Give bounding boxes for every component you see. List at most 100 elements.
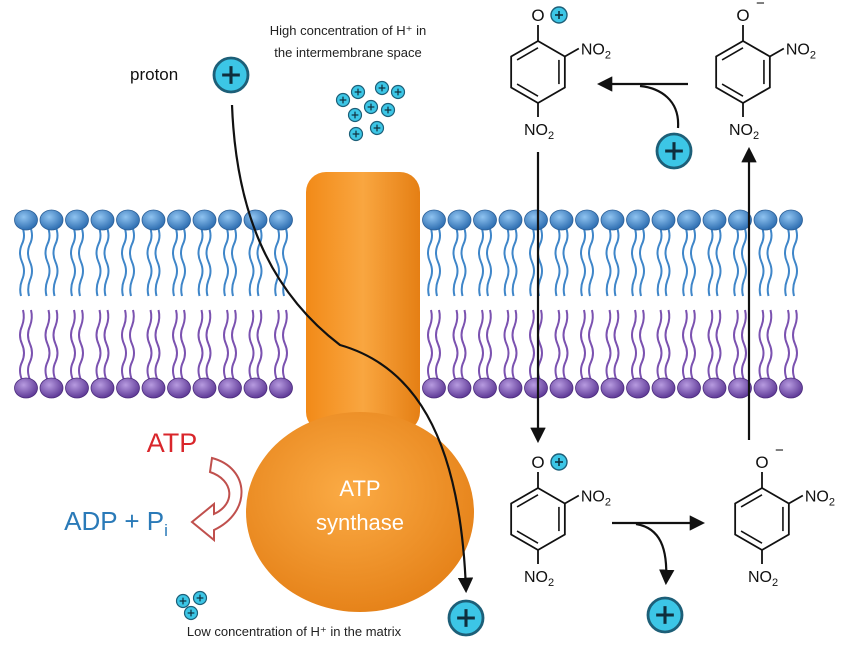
lipid-tail xyxy=(588,225,594,297)
lipid-head-blue xyxy=(575,209,599,231)
lipid-tail xyxy=(562,225,569,297)
oxygen-label: O xyxy=(755,453,768,472)
lipid-tail xyxy=(231,309,237,381)
lipid-head-purple xyxy=(498,377,523,399)
lipid-head-blue xyxy=(141,209,166,231)
lipid-tail xyxy=(478,309,484,381)
lipid-tail xyxy=(511,309,518,381)
proton-icon-bound xyxy=(550,453,568,471)
lipid-tail xyxy=(478,225,484,297)
lipid-tail xyxy=(733,225,739,297)
lipid-tail xyxy=(146,225,153,297)
lipid-tail xyxy=(180,225,186,297)
lipid-head-blue xyxy=(14,209,38,231)
lipid-tail xyxy=(707,309,714,381)
lipid-tail xyxy=(154,309,161,381)
synthase-stalk xyxy=(306,172,420,432)
proton-icon-small xyxy=(350,84,366,100)
lipid-tail xyxy=(758,309,765,381)
lipid-head-blue xyxy=(65,209,89,231)
lipid-tail xyxy=(486,309,492,381)
lipid-head-purple xyxy=(243,377,268,399)
lipid-tail xyxy=(248,309,255,381)
lipid-head-purple xyxy=(600,377,625,399)
synthase-head xyxy=(246,412,474,612)
lipid-tail xyxy=(682,309,688,381)
lipid-tail xyxy=(27,225,33,297)
lipid-tail xyxy=(562,309,569,381)
nitro-group-label: NO2 xyxy=(748,569,778,589)
lipid-tail xyxy=(205,225,212,297)
lipid-head-purple xyxy=(549,377,574,399)
lipid-tail xyxy=(758,225,765,297)
proton-icon-small xyxy=(363,99,379,115)
lipid-tail xyxy=(588,309,594,381)
lipid-tail xyxy=(766,309,773,381)
lipid-tail xyxy=(44,225,51,297)
nitro-group-label: NO2 xyxy=(581,42,611,62)
lipid-tail xyxy=(580,225,586,297)
lipid-head-purple xyxy=(575,377,599,399)
lipid-head-purple xyxy=(90,377,115,399)
lipid-head-purple xyxy=(753,377,778,399)
lipid-tail xyxy=(460,309,467,381)
lipid-tail xyxy=(784,225,790,297)
lipid-tail xyxy=(452,225,459,297)
lipid-head-purple xyxy=(779,377,803,399)
lipid-tail xyxy=(172,225,178,297)
lipid-tail xyxy=(580,309,586,381)
lipid-head-blue xyxy=(702,209,727,231)
protons xyxy=(175,56,693,637)
lipid-tail xyxy=(427,309,433,381)
lipid-head-purple xyxy=(422,377,446,399)
lipid-head-purple xyxy=(39,377,64,399)
lipid-tail xyxy=(452,309,459,381)
lipid-tail xyxy=(664,225,671,297)
atp-adp-conversion-arrow xyxy=(190,456,243,543)
lipid-head-blue xyxy=(498,209,523,231)
lipid-tail xyxy=(503,309,510,381)
oxygen-label: O xyxy=(531,6,544,25)
lipid-head-blue xyxy=(600,209,625,231)
lipid-head-blue xyxy=(473,209,497,231)
lipid-head-purple xyxy=(65,377,89,399)
proton-icon-small xyxy=(175,593,191,609)
lipid-tail xyxy=(733,309,739,381)
proton-icon-small xyxy=(347,107,363,123)
lipid-heads-upper xyxy=(14,209,803,231)
nitro-group-label: NO2 xyxy=(581,489,611,509)
lipid-tail xyxy=(78,309,84,381)
lipid-tail xyxy=(605,309,612,381)
lipid-tail xyxy=(44,309,51,381)
proton-icon-bottom xyxy=(646,596,684,634)
lipid-tail xyxy=(154,225,161,297)
proton-icon-small xyxy=(390,84,406,100)
lipid-tail xyxy=(486,225,492,297)
lipid-tail xyxy=(231,225,237,297)
lipid-tail xyxy=(613,309,620,381)
proton-icon-small xyxy=(369,120,385,136)
oxygen-label: O xyxy=(531,453,544,472)
lipid-tail xyxy=(435,225,441,297)
minus-charge-label: − xyxy=(775,442,784,459)
atp-synthase: ATP synthase xyxy=(246,172,474,612)
lipid-tail xyxy=(19,225,25,297)
lipid-head-blue xyxy=(167,209,191,231)
lipid-tail xyxy=(256,225,263,297)
lipid-head-blue xyxy=(779,209,803,231)
lipid-head-blue xyxy=(447,209,472,231)
lipid-head-blue xyxy=(524,209,548,231)
lipid-heads-lower xyxy=(14,377,803,399)
lipid-tail xyxy=(690,309,696,381)
proton-icon-small xyxy=(183,605,199,621)
lipid-tail xyxy=(631,309,637,381)
lipid-head-blue xyxy=(192,209,217,231)
synthase-label-line2: synthase xyxy=(316,510,404,535)
adp-label: ADP + Pi xyxy=(64,506,168,540)
nitro-group-label: NO2 xyxy=(786,42,816,62)
nitro-group-label: NO2 xyxy=(524,122,554,142)
